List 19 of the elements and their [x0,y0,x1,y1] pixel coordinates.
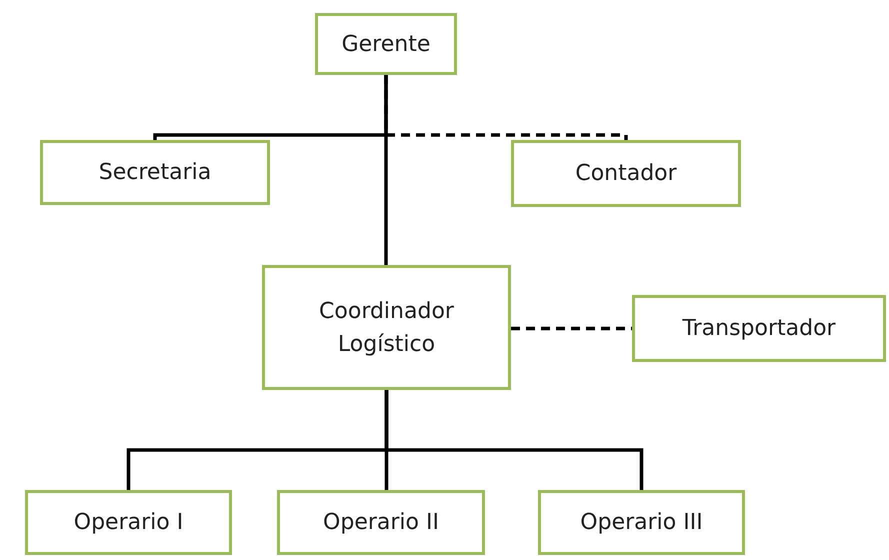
dashed-connector [511,326,632,330]
connector-line [384,390,644,490]
org-box [25,490,232,555]
box-label: Coordinador Logístico [318,298,455,358]
box-label: Operario II [322,509,440,537]
org-box [262,265,511,390]
org-box [277,490,485,555]
connector-line [384,75,388,265]
org-box [632,295,886,362]
org-box [40,140,270,205]
box-label: Gerente [340,30,432,58]
org-box [511,140,741,207]
org-box [538,490,745,555]
box-label: Secretaria [98,159,212,187]
org-box [315,13,457,75]
box-label: Contador [574,160,678,188]
box-label: Operario III [579,509,704,537]
box-label: Operario I [72,509,184,537]
box-label: Transportador [681,315,837,343]
